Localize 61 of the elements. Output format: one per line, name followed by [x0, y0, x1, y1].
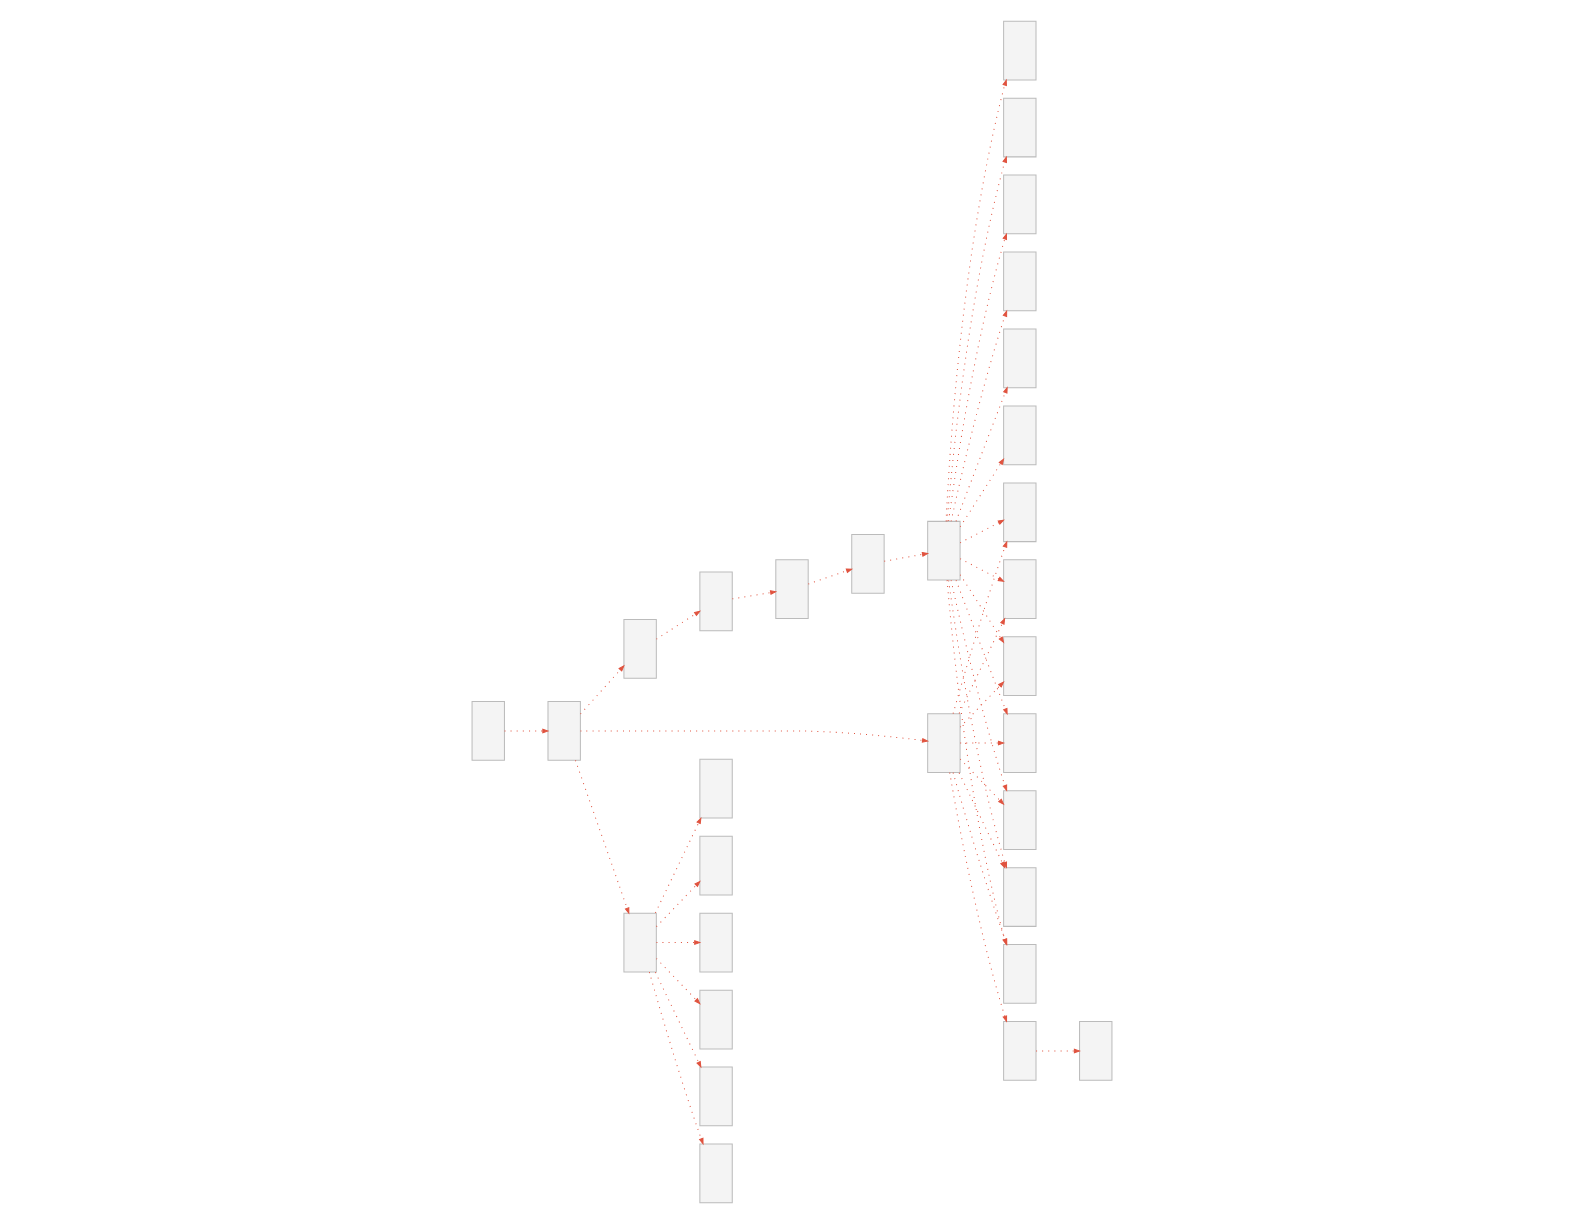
arrow [655, 940, 702, 946]
node-box [1003, 790, 1037, 850]
node-box [1079, 1021, 1113, 1081]
node-box [699, 1143, 733, 1204]
arrow [731, 590, 778, 600]
arrow [655, 880, 701, 928]
arrow [959, 740, 1006, 746]
node-box [1003, 1021, 1037, 1081]
arrow [950, 579, 1008, 792]
arrow [883, 552, 930, 562]
arrow [655, 610, 702, 640]
arrow [1035, 1048, 1081, 1054]
arrow [958, 617, 1006, 714]
arrow [955, 579, 1008, 716]
node-box [927, 713, 961, 773]
arrow [955, 386, 1008, 522]
arrow [959, 457, 1005, 528]
node-box [699, 571, 733, 632]
node-box [1003, 713, 1037, 773]
arrow [807, 568, 854, 585]
arrow [948, 232, 1008, 522]
node-box [1003, 20, 1037, 81]
node-box [547, 701, 581, 761]
arrow [959, 519, 1005, 544]
arrow [580, 730, 930, 743]
node-box [623, 912, 657, 973]
node-box [851, 534, 885, 594]
node-box [1003, 174, 1037, 235]
arrow [950, 309, 1008, 522]
arrow [648, 971, 704, 1146]
node-box [1003, 482, 1037, 543]
node-box [775, 559, 809, 620]
node-box [1003, 405, 1037, 466]
arrow [959, 574, 1005, 644]
arrow [959, 681, 1005, 728]
arrow [959, 558, 1005, 582]
arrow [654, 816, 702, 914]
node-box [471, 701, 505, 761]
node-box [1003, 97, 1037, 158]
node-box [699, 835, 733, 896]
arrow [959, 758, 1005, 806]
node-box [699, 1066, 733, 1127]
arrow [574, 759, 630, 915]
arrow [655, 958, 701, 1005]
node-box [1003, 944, 1037, 1004]
node-box [1003, 251, 1037, 312]
node-box [699, 912, 733, 973]
arrow [504, 728, 550, 734]
node-box [699, 989, 733, 1050]
arrow [580, 664, 625, 715]
node-box [927, 520, 961, 581]
node-box [623, 619, 657, 679]
node-box [699, 758, 733, 819]
arrow [654, 971, 702, 1069]
node-box [1003, 328, 1037, 389]
arrow [945, 78, 1007, 522]
node-box [1003, 636, 1037, 697]
arrow [952, 540, 1008, 715]
node-box [1003, 559, 1037, 620]
node-box [1003, 867, 1037, 927]
arrow [946, 155, 1007, 522]
